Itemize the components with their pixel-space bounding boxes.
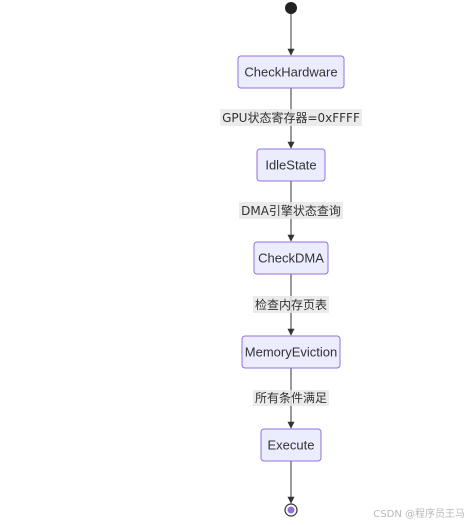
state-label: CheckDMA	[258, 251, 324, 266]
transition-label-text: DMA引擎状态查询	[241, 203, 341, 218]
state-box	[241, 335, 341, 369]
transition-label-bg	[252, 390, 330, 406]
start-node	[285, 2, 297, 14]
state-label: MemoryEviction	[245, 345, 337, 360]
transition-label-text: GPU状态寄存器=0xFFFF	[222, 110, 360, 125]
state-idle-state: IdleState	[256, 148, 326, 182]
state-check-dma: CheckDMA	[253, 241, 329, 275]
transition-label-bg	[220, 109, 362, 126]
transition-label-text: 检查内存页表	[255, 297, 327, 312]
transition-label-bg	[252, 296, 330, 313]
transition-label-text: 所有条件满足	[255, 391, 327, 405]
transition-label-bg	[239, 202, 343, 219]
transition-label: DMA引擎状态查询	[239, 202, 343, 219]
transition-label: 所有条件满足	[252, 390, 330, 406]
end-node	[284, 503, 298, 517]
state-box	[253, 241, 329, 275]
state-memory-eviction: MemoryEviction	[241, 335, 341, 369]
transition-label: GPU状态寄存器=0xFFFF	[220, 109, 362, 126]
state-box	[256, 148, 326, 182]
state-label: CheckHardware	[244, 65, 337, 80]
state-label: Execute	[268, 438, 315, 453]
state-box	[260, 428, 322, 462]
state-check-hardware: CheckHardware	[237, 55, 345, 89]
watermark-text: CSDN @程序员王马	[373, 509, 465, 520]
state-execute: Execute	[260, 428, 322, 462]
state-label: IdleState	[265, 158, 316, 173]
transition-label: 检查内存页表	[252, 296, 330, 313]
state-box	[237, 55, 345, 89]
